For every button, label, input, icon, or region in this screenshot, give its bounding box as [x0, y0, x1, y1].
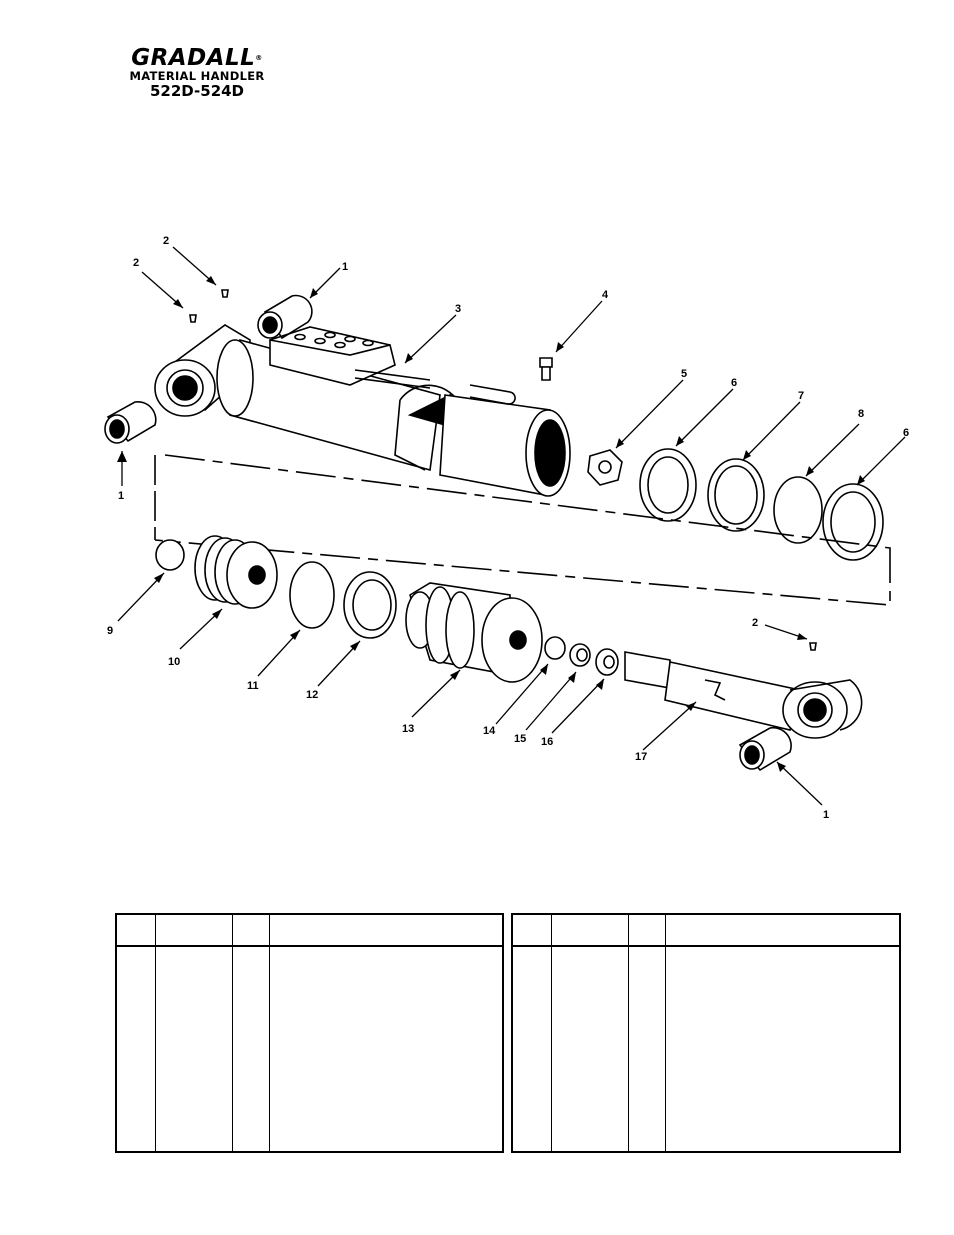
callout-8: 8: [858, 408, 864, 420]
table-row: [512, 946, 900, 1152]
col-item: [116, 914, 156, 947]
callout-6a: 6: [731, 377, 737, 389]
part-oring-11: [289, 561, 335, 629]
callout-4: 4: [602, 289, 609, 301]
part-spacer-15: [569, 643, 591, 667]
page-header: GRADALL® MATERIAL HANDLER 522D-524D: [112, 46, 282, 99]
brand-name: GRADALL: [131, 45, 256, 71]
part-washer-14: [544, 636, 566, 660]
part-nut: [587, 449, 623, 486]
callout-1b: 1: [118, 490, 124, 502]
callout-11: 11: [247, 680, 259, 692]
cell-description: [665, 946, 900, 1152]
col-part-number: [155, 914, 233, 947]
cell-part-number: [551, 946, 629, 1152]
col-part-number: [551, 914, 629, 947]
part-bolt: [539, 357, 553, 381]
parts-table-left: [115, 913, 504, 1153]
part-seal-7: [707, 458, 765, 532]
col-qty: [628, 914, 666, 947]
callout-5: 5: [681, 368, 687, 380]
cell-description: [269, 946, 503, 1152]
table-row: [116, 946, 503, 1152]
callout-1c: 1: [823, 809, 829, 821]
part-bushing-left-lower: [104, 400, 157, 444]
callout-arrowheads: [117, 276, 865, 772]
callout-17: 17: [635, 751, 647, 763]
callout-1a: 1: [342, 261, 348, 273]
brand-logo: GRADALL®: [112, 46, 282, 70]
cell-qty: [628, 946, 666, 1152]
callout-14: 14: [483, 725, 496, 737]
callout-7: 7: [798, 390, 804, 402]
part-bushing-right: [738, 726, 792, 772]
part-seal-6b: [822, 483, 884, 561]
part-seal-6a: [639, 448, 697, 522]
callout-12: 12: [306, 689, 318, 701]
callout-13: 13: [402, 723, 414, 735]
part-grease-fitting: [189, 314, 197, 323]
part-cylinder-head: [439, 384, 571, 497]
part-bushing-left-upper: [257, 294, 313, 340]
callout-3: 3: [455, 303, 461, 315]
product-line: MATERIAL HANDLER: [129, 69, 265, 83]
col-item: [512, 914, 552, 947]
callout-9: 9: [107, 625, 113, 637]
part-piston-rod: [624, 651, 863, 739]
cell-part-number: [155, 946, 233, 1152]
part-grease-fitting: [221, 289, 229, 298]
part-nut-16: [595, 648, 619, 676]
callout-2b: 2: [163, 235, 169, 247]
parts-table-right: [511, 913, 901, 1153]
col-qty: [232, 914, 270, 947]
callout-labels: 2 2 1 3 4 5 6 7 8 6 1 9 10 11 12 13 14 1…: [107, 235, 909, 821]
part-gland: [405, 582, 543, 683]
model-numbers: 522D-524D: [149, 82, 245, 100]
callout-6b: 6: [903, 427, 909, 439]
registered-mark: ®: [255, 54, 263, 62]
cell-item: [512, 946, 552, 1152]
part-oring-8: [773, 476, 823, 544]
exploded-cylinder-diagram: 2 2 1 3 4 5 6 7 8 6 1 9 10 11 12 13 14 1…: [104, 235, 909, 821]
callout-2a: 2: [133, 257, 139, 269]
part-piston: [194, 535, 278, 609]
cell-item: [116, 946, 156, 1152]
part-grease-fitting: [809, 642, 817, 651]
callout-2c: 2: [752, 617, 758, 629]
part-backup-ring-12: [343, 571, 397, 639]
col-description: [269, 914, 503, 947]
cell-qty: [232, 946, 270, 1152]
part-oring-9: [155, 539, 185, 571]
callout-10: 10: [168, 656, 180, 668]
callout-15: 15: [514, 733, 526, 745]
callout-16: 16: [541, 736, 553, 748]
part-cylinder-barrel: [216, 326, 461, 472]
col-description: [665, 914, 900, 947]
